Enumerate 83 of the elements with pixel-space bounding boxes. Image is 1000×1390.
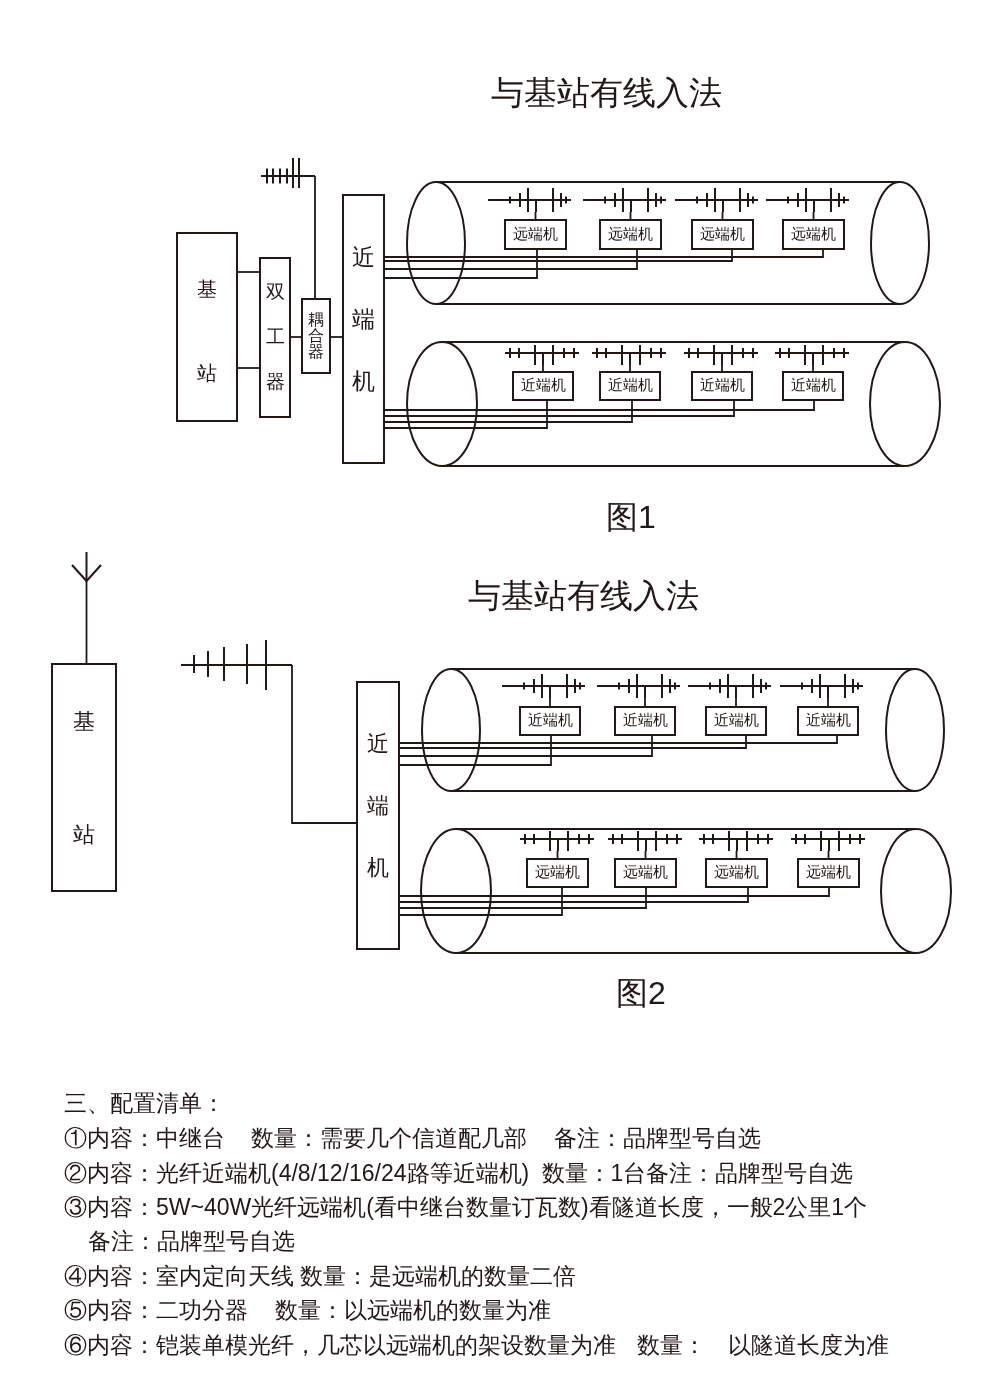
unit-box: 远端机 [504, 219, 567, 250]
unit-box: 近端机 [519, 706, 581, 736]
unit-box: 远端机 [526, 858, 589, 888]
antenna-icon [261, 158, 315, 188]
antenna-icon [487, 188, 571, 212]
antenna-icon [582, 188, 666, 212]
connector-line [399, 735, 838, 744]
device-box: 近端机 [342, 194, 385, 464]
unit-box: 远端机 [614, 858, 677, 888]
connector-line [314, 175, 316, 299]
list-item: ①内容：中继台 数量：需要几个信道配几部 备注：品牌型号自选 [64, 1123, 761, 1153]
connector-line [384, 400, 633, 423]
unit-box: 远端机 [782, 219, 845, 250]
antenna-icon [765, 188, 849, 212]
antenna-icon [775, 345, 849, 365]
figure-caption: 图2 [616, 973, 666, 1013]
connector-line [290, 336, 302, 338]
list-item: ②内容：光纤近端机(4/8/12/16/24路等近端机) 数量：1台备注：品牌型号自选 [64, 1158, 854, 1188]
connector-line [721, 364, 723, 372]
antenna-icon [519, 831, 594, 851]
figure-caption: 图1 [606, 497, 656, 537]
figure-heading: 与基站有线入法 [490, 73, 722, 113]
connector-line [384, 400, 815, 411]
list-item: ④内容：室内定向天线 数量：是远端机的数量二倍 [64, 1261, 577, 1291]
device-box: 基站 [176, 232, 238, 422]
connector-line [85, 581, 88, 664]
connector-line [735, 697, 737, 707]
figure-heading: 与基站有线入法 [467, 576, 699, 616]
unit-box: 近端机 [599, 371, 661, 401]
list-item: ③内容：5W~40W光纤远端机(看中继台数量订瓦数)看隧道长度，一般2公里1个备注：品牌型号自选 [64, 1192, 869, 1257]
device-box: 双工器 [259, 257, 291, 418]
unit-box: 远端机 [705, 858, 768, 888]
unit-box: 近端机 [691, 371, 753, 401]
antenna-icon [674, 188, 758, 212]
antenna-icon [790, 831, 865, 851]
unit-box: 近端机 [614, 706, 676, 736]
unit-box: 近端机 [782, 371, 844, 401]
antenna-icon [597, 674, 680, 698]
antenna-icon [181, 640, 292, 690]
connector-line [399, 735, 747, 749]
connector-line [237, 271, 260, 273]
connector-line [399, 735, 552, 766]
antenna-icon [780, 674, 863, 698]
connector-line [399, 887, 830, 897]
antenna-icon [688, 674, 771, 698]
connector-line [291, 664, 357, 824]
connector-line [384, 249, 538, 279]
connector-line [399, 887, 749, 903]
section-heading: 三、配置清单： [64, 1088, 225, 1118]
connector-line [237, 367, 260, 369]
connector-line [812, 364, 814, 372]
list-item: ⑤内容：二功分器 数量：以远端机的数量为准 [64, 1295, 552, 1325]
connector-line [399, 887, 563, 916]
unit-box: 远端机 [797, 858, 860, 888]
connector-line [549, 697, 551, 707]
connector-line [384, 249, 824, 258]
antenna-icon [698, 831, 773, 851]
connector-line [399, 887, 647, 909]
antenna-icon [502, 674, 585, 698]
unit-box: 远端机 [691, 219, 754, 250]
connector-line [330, 336, 343, 338]
unit-box: 近端机 [705, 706, 767, 736]
connector-line [542, 364, 544, 372]
antenna-icon [607, 831, 682, 851]
connector-line [399, 735, 653, 757]
connector-line [827, 697, 829, 707]
unit-box: 远端机 [599, 219, 662, 250]
device-box: 基站 [51, 663, 117, 892]
connector-line [384, 249, 638, 270]
connector-line [629, 364, 631, 372]
device-box: 近端机 [356, 681, 400, 950]
connector-line [384, 249, 733, 262]
antenna-icon [684, 345, 758, 365]
connector-line [644, 697, 646, 707]
unit-box: 近端机 [512, 371, 574, 401]
connector-line [384, 400, 735, 417]
device-box: 耦合器 [301, 298, 331, 374]
antenna-icon [71, 552, 102, 582]
connector-line [384, 400, 548, 429]
antenna-icon [592, 345, 666, 365]
antenna-icon [505, 345, 579, 365]
unit-box: 近端机 [797, 706, 859, 736]
list-item: ⑥内容：铠装单模光纤，几芯以远端机的架设数量为准 数量： 以隧道长度为准 [64, 1330, 889, 1360]
